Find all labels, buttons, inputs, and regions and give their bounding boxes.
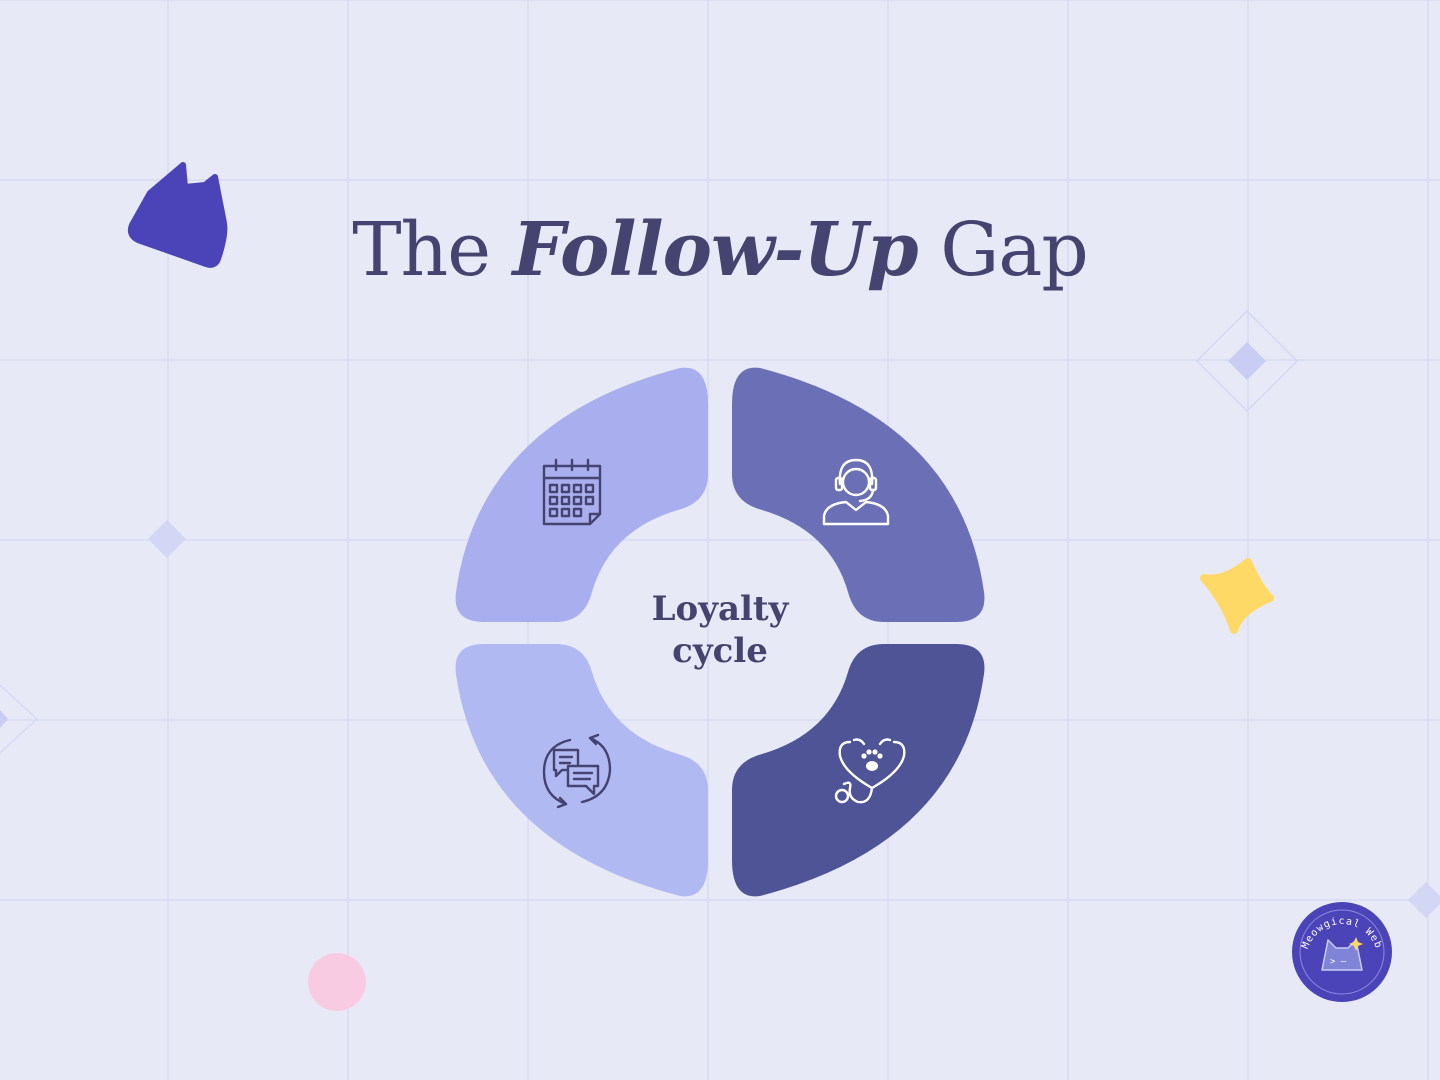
segment-bottom-right <box>732 644 985 897</box>
title-part-1: The <box>352 207 491 293</box>
segment-top-left <box>455 367 708 622</box>
stethoscope-paw-icon <box>834 738 906 804</box>
small-diamond-shape <box>148 520 186 558</box>
left-edge-diamond-shape <box>0 684 39 754</box>
svg-text:> –: > – <box>1330 957 1347 967</box>
meowgical-web-badge: Meowgical Web > – <box>1292 902 1392 1002</box>
cat-logo-icon: > – <box>1321 937 1363 971</box>
right-edge-diamond-shape <box>1408 882 1440 918</box>
chat-sync-icon <box>542 733 612 809</box>
support-agent-headset-icon <box>822 458 890 526</box>
title-emphasis: Follow-Up <box>512 207 919 293</box>
cat-ears-shape <box>127 162 228 268</box>
pink-circle-shape <box>308 953 366 1011</box>
cycle-center-label: Loyalty cycle <box>600 588 840 672</box>
diamond-outline-shape <box>1195 309 1299 413</box>
title-part-2: Gap <box>940 207 1089 293</box>
loyalty-cycle-diagram <box>455 367 985 897</box>
center-label-line-1: Loyalty <box>651 589 789 629</box>
yellow-star-shape <box>1200 558 1274 634</box>
center-label-line-2: cycle <box>672 631 768 671</box>
page-title: The Follow-Up Gap <box>0 200 1440 300</box>
calendar-icon <box>542 458 602 526</box>
